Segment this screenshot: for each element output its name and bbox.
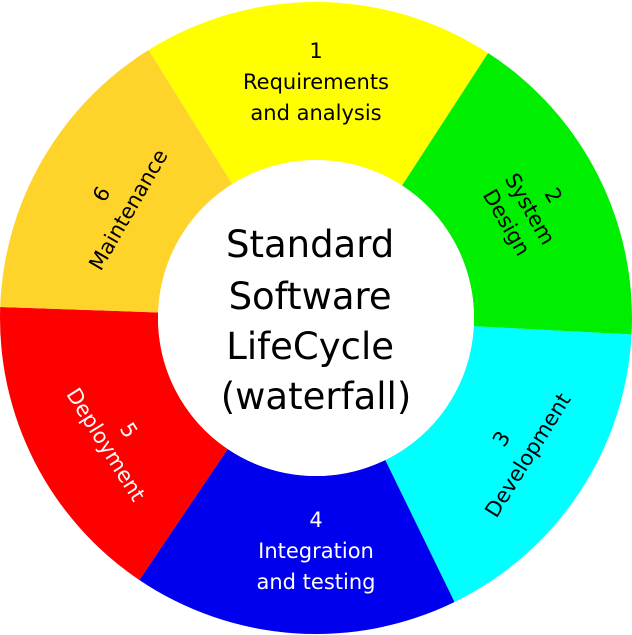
center-title-line-2: Software bbox=[229, 275, 392, 318]
segment-system-design bbox=[402, 52, 632, 335]
segment-integration-line-2: Integration bbox=[258, 539, 374, 563]
segment-deployment bbox=[0, 306, 228, 580]
center-title-line-1: Standard bbox=[226, 223, 394, 266]
segment-integration bbox=[139, 448, 455, 635]
center-title: Standard Software LifeCycle (waterfall) bbox=[221, 223, 412, 418]
segment-integration-line-1: 4 bbox=[309, 508, 322, 532]
segment-requirements bbox=[148, 1, 489, 186]
segment-requirements-line-3: and analysis bbox=[250, 101, 381, 125]
segment-development bbox=[385, 326, 632, 603]
segment-maintenance bbox=[0, 50, 233, 313]
center-title-line-3: LifeCycle bbox=[226, 325, 394, 368]
segment-requirements-line-1: 1 bbox=[309, 39, 322, 63]
segment-integration-line-3: and testing bbox=[257, 570, 376, 594]
segment-requirements-line-2: Requirements bbox=[243, 70, 389, 94]
center-title-line-4: (waterfall) bbox=[221, 375, 412, 418]
center-hub bbox=[158, 160, 474, 476]
